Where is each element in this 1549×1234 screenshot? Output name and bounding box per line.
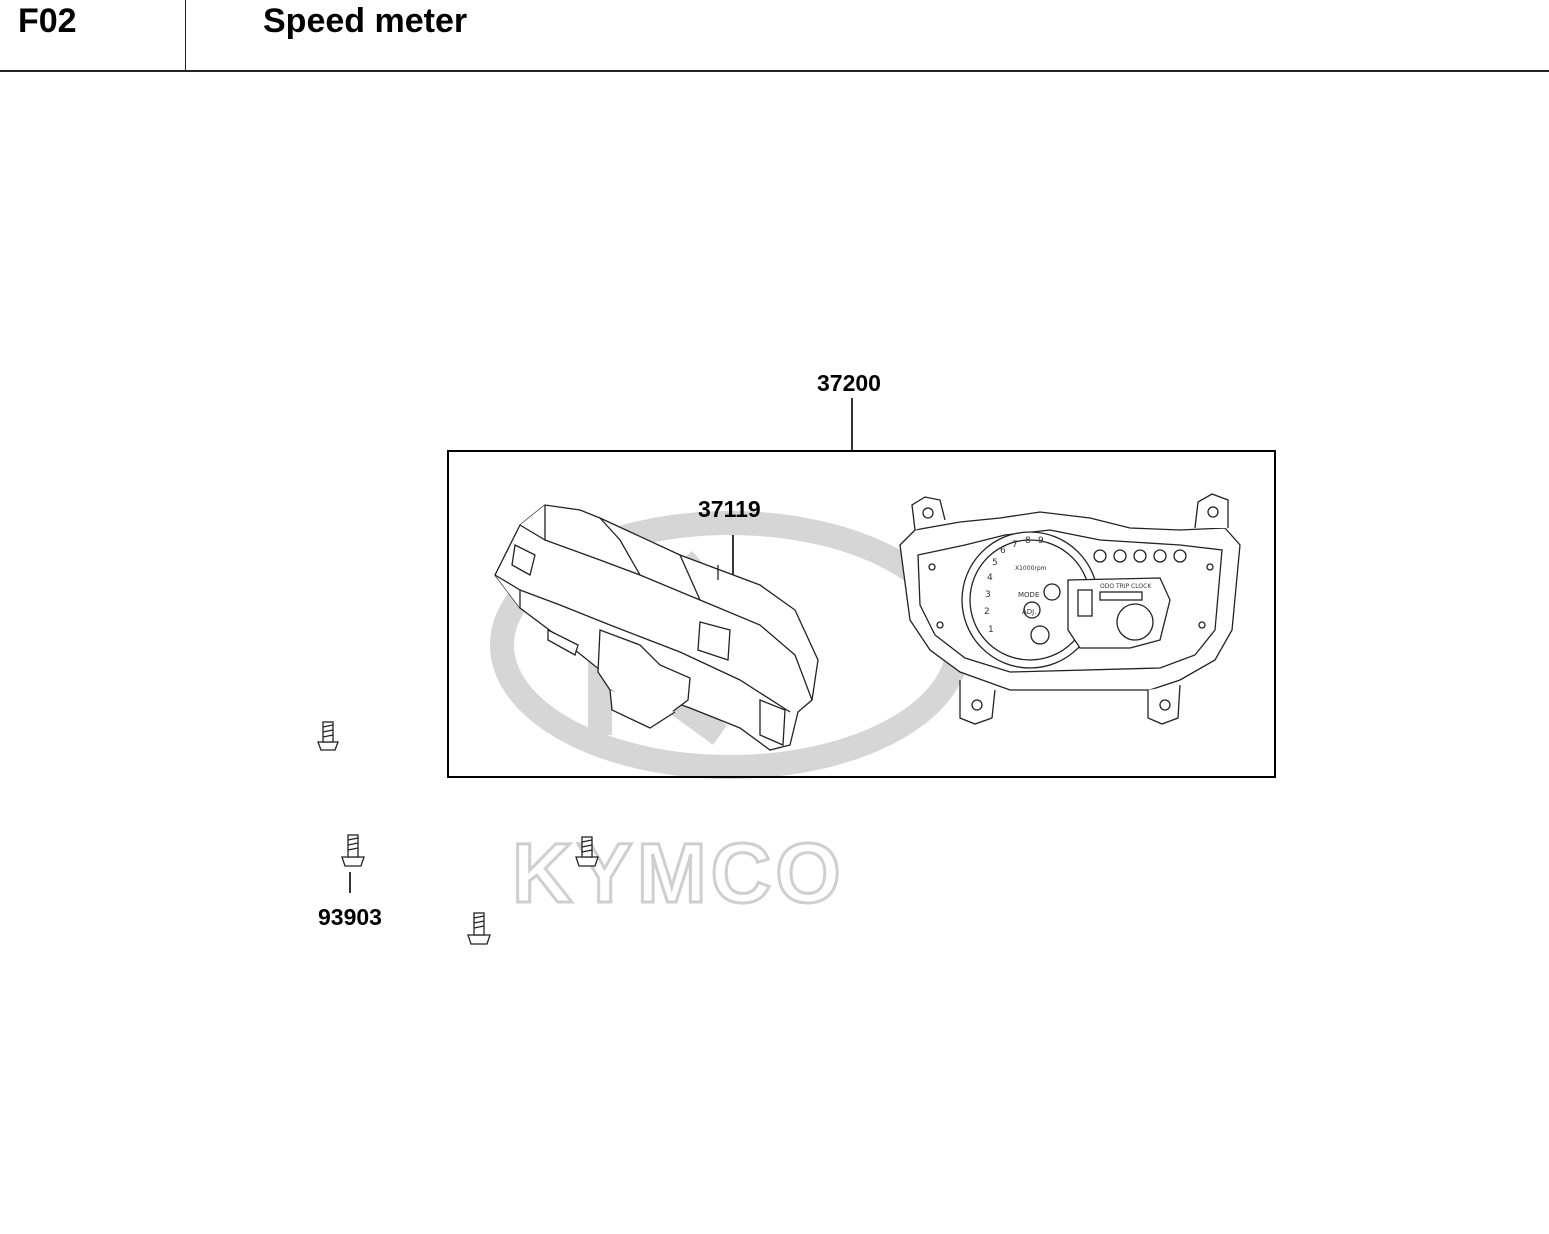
screw-3 [575, 836, 599, 867]
section-code: F02 [18, 2, 77, 40]
meter-cover-drawing [494, 504, 819, 751]
rpm-unit: X1000rpm [1015, 565, 1047, 572]
tach-number: 7 [1012, 540, 1018, 550]
tach-number: 8 [1025, 536, 1031, 546]
tach-number: 4 [987, 573, 993, 583]
tach-numerals: 1 2 3 4 5 6 7 8 9 [984, 536, 1044, 635]
part-label-37119: 37119 [698, 496, 761, 522]
watermark-text: KYMCO [512, 826, 845, 920]
tach-number: 2 [984, 607, 990, 617]
speedometer-drawing: 1 2 3 4 5 6 7 8 9 X1000rpm MODE ADJ. ODO… [899, 493, 1241, 725]
lcd-mode-labels: ODO TRIP CLOCK [1100, 583, 1152, 590]
page-header: F02 Speed meter [0, 0, 1549, 72]
screw-2 [341, 834, 365, 867]
tach-number: 3 [985, 590, 991, 600]
adj-button-label: ADJ. [1022, 608, 1036, 616]
screw-4 [467, 912, 491, 945]
header-divider [185, 0, 186, 70]
tach-number: 5 [992, 558, 998, 568]
mode-button-label: MODE [1018, 591, 1039, 599]
tach-number: 1 [988, 625, 994, 635]
part-label-93903: 93903 [318, 904, 382, 930]
page-title: Speed meter [263, 2, 468, 40]
screw-1 [317, 721, 339, 751]
tach-number: 9 [1038, 536, 1044, 546]
assembly-box [447, 450, 1276, 778]
tach-number: 6 [1000, 546, 1006, 556]
part-label-37200: 37200 [817, 370, 881, 396]
